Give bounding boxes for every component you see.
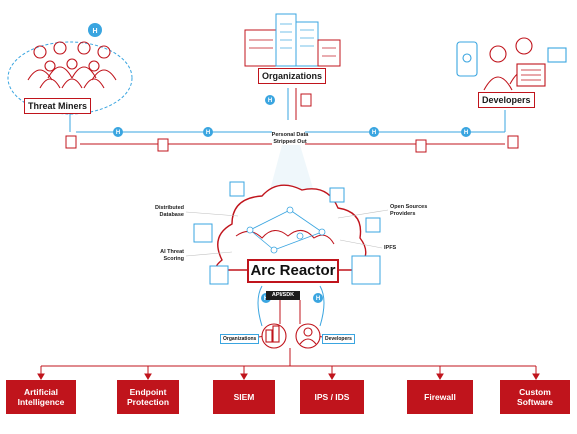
product-line2: Protection [126, 397, 170, 407]
product-firewall: Firewall [407, 380, 473, 414]
ai-threat-scoring-label: AI Threat Scoring [126, 249, 184, 263]
developers-consumer-label: Developers [322, 334, 355, 344]
distributed-database-line1: Distributed [154, 205, 184, 211]
label-leader-lines [185, 209, 389, 257]
product-line2: Software [517, 397, 553, 407]
arc-reactor-title: Arc Reactor [247, 259, 339, 283]
organizations-consumer-label: Organizations [220, 334, 260, 344]
product-ips-ids: IPS / IDS [300, 380, 364, 414]
ai-threat-scoring-line1: AI Threat [160, 249, 184, 255]
svg-text:H: H [92, 28, 97, 35]
product-line1: Artificial [23, 387, 58, 397]
svg-text:H: H [316, 296, 320, 302]
threat-miners-illustration: H [7, 23, 133, 115]
organizations-label: Organizations [258, 68, 327, 84]
top-flow-lines [69, 88, 506, 145]
svg-text:H: H [206, 130, 210, 136]
product-line1: SIEM [233, 392, 255, 402]
org-dev-avatars [261, 323, 321, 349]
product-line1: Firewall [424, 392, 456, 402]
svg-text:H: H [116, 130, 120, 136]
distribution-bar [37, 348, 540, 380]
product-line2: Intelligence [17, 397, 65, 407]
organizations-illustration [244, 13, 341, 67]
svg-text:H: H [268, 98, 272, 104]
document-icons [65, 93, 519, 153]
svg-text:H: H [464, 130, 468, 136]
ai-threat-scoring-line2: Scoring [163, 256, 184, 262]
product-line1: Custom [519, 387, 551, 397]
open-sources-line2: Providers [390, 211, 416, 217]
distributed-database-line2: Database [159, 212, 184, 218]
developers-label: Developers [478, 92, 535, 108]
distributed-database-label: Distributed Database [126, 205, 184, 219]
personal-data-line2: Stripped Out [273, 139, 307, 145]
personal-data-line1: Personal Data [271, 132, 309, 138]
arc-reactor-cloud [215, 184, 367, 271]
open-sources-line1: Open Sources [390, 204, 428, 210]
cube-icons [193, 181, 381, 285]
svg-text:H: H [372, 130, 376, 136]
product-line1: IPS / IDS [314, 392, 350, 402]
open-sources-label: Open Sources Providers [390, 204, 460, 218]
product-siem: SIEM [213, 380, 275, 414]
personal-data-label: Personal Data Stripped Out [262, 132, 318, 146]
product-line1: Endpoint [129, 387, 167, 397]
api-sdk-label: API/SDK [266, 291, 300, 300]
ipfs-label: IPFS [384, 245, 397, 251]
developers-illustration [456, 37, 567, 91]
threat-miners-label: Threat Miners [24, 98, 92, 114]
threat-miners-badge-icon [88, 23, 102, 37]
